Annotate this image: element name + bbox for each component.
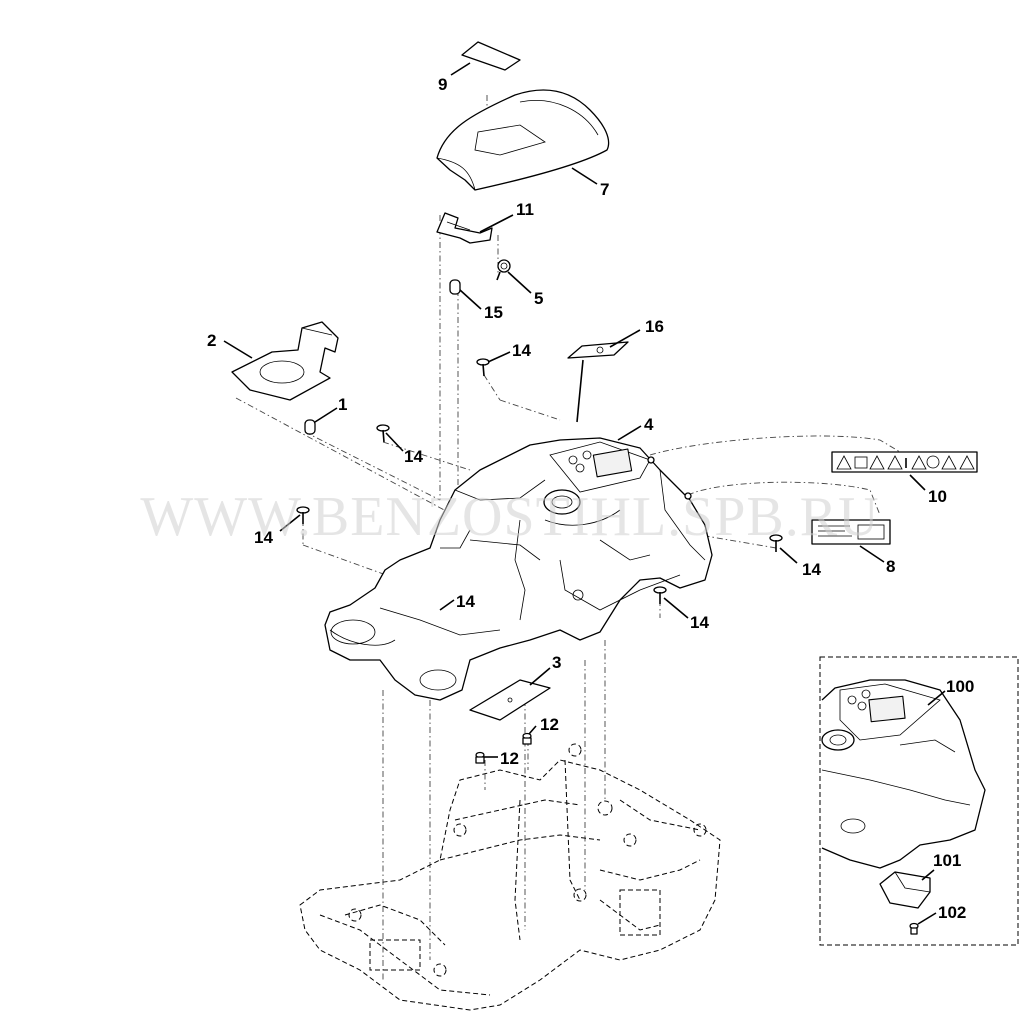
nut-12-left [475, 751, 485, 764]
part-102-screw [909, 922, 919, 935]
callout-9: 9 [438, 75, 447, 94]
callout-16: 16 [645, 317, 664, 336]
part-16-flag [567, 341, 629, 423]
callout-labels: 9 7 11 5 15 16 2 1 14 14 14 14 14 14 4 1… [207, 75, 974, 922]
callout-4: 4 [644, 415, 654, 434]
part-100-housing-variant [821, 679, 986, 869]
nut-12-right [522, 732, 532, 745]
callout-3: 3 [552, 653, 561, 672]
warning-icons [836, 455, 975, 470]
screw-14-left [296, 506, 310, 524]
part-3-plate [469, 679, 551, 721]
inset-variant-box [819, 656, 1019, 946]
part-1-sleeve [304, 419, 316, 435]
part-15-pin [449, 279, 461, 295]
callout-14-right: 14 [802, 560, 821, 579]
callout-12-upper: 12 [540, 715, 559, 734]
part-4-housing [324, 437, 713, 701]
part-101-cover-small [879, 871, 931, 909]
callout-7: 7 [600, 180, 609, 199]
callout-101: 101 [933, 851, 961, 870]
part-12-nuts [475, 732, 532, 764]
callout-100: 100 [946, 677, 974, 696]
callout-14-right-low: 14 [690, 613, 709, 632]
callout-12-lower: 12 [500, 749, 519, 768]
leader-lines [223, 62, 946, 925]
callout-5: 5 [534, 289, 543, 308]
part-10-warning-label [831, 451, 978, 473]
callout-8: 8 [886, 557, 895, 576]
callout-14-left-mid: 14 [404, 447, 423, 466]
watermark-text: WWW.BENZOSTIHL.SPB.RU [140, 486, 879, 548]
callout-11: 11 [516, 200, 534, 219]
callout-14-upper: 14 [512, 341, 531, 360]
part-5-spring [496, 259, 511, 281]
screws-14 [296, 358, 783, 624]
callout-14-center: 14 [456, 592, 475, 611]
part-2-bracket [231, 321, 339, 401]
callout-102: 102 [938, 903, 966, 922]
screw-14-upper [476, 358, 490, 377]
callout-2: 2 [207, 331, 216, 350]
callout-10: 10 [928, 487, 947, 506]
part-7-top-cover [436, 89, 610, 191]
screw-14-right [769, 534, 783, 552]
callout-15: 15 [484, 303, 503, 322]
screw-14-right-lower [653, 586, 667, 604]
chassis-phantom [299, 743, 721, 1011]
callout-14-left: 14 [254, 528, 273, 547]
part-9-plate [461, 41, 521, 71]
part-11-latch [436, 212, 493, 244]
part-8-type-label [811, 519, 891, 545]
callout-1: 1 [338, 395, 347, 414]
screw-14-left-mid [376, 424, 390, 443]
